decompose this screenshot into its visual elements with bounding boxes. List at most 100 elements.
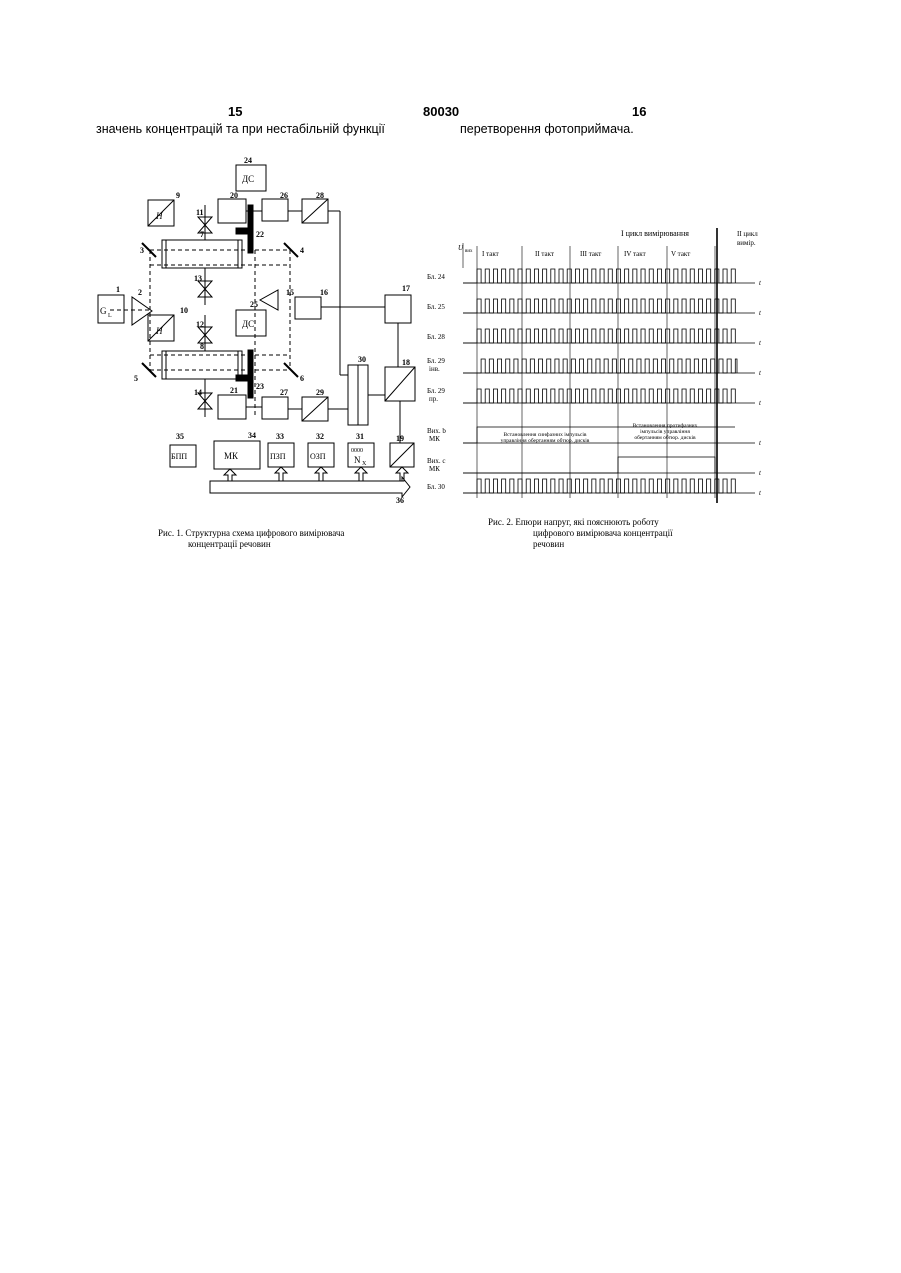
block-33-label: ПЗП xyxy=(270,452,286,461)
tact-label: ІІ такт xyxy=(535,250,554,258)
figure2-timing-diagram: І цикл вимірювання ІІ цикл вимір. U вих … xyxy=(425,228,775,513)
cycle2-label-line1: ІІ цикл xyxy=(737,230,758,238)
cell-7 xyxy=(162,240,242,268)
row-label-sub: МК xyxy=(429,435,440,443)
svg-text:19: 19 xyxy=(396,434,404,443)
signal-waveform xyxy=(463,299,735,313)
svg-text:6: 6 xyxy=(300,374,304,383)
svg-text:5: 5 xyxy=(134,374,138,383)
signal-waveform xyxy=(463,269,735,283)
disk-22 xyxy=(248,205,253,253)
page-number-right: 16 xyxy=(632,104,646,119)
block-31-top: 0000 xyxy=(351,448,363,454)
block-15 xyxy=(260,290,278,310)
block-31-counter xyxy=(348,443,374,467)
figure2-caption-line2: цифрового вимірювача концентрації xyxy=(533,528,673,539)
block-10-label: H xyxy=(155,326,163,336)
text-line-left: значень концентрацій та при нестабільній… xyxy=(96,122,385,136)
svg-text:2: 2 xyxy=(138,288,142,297)
row-label: Вих. c xyxy=(427,457,446,465)
block-16 xyxy=(295,297,321,319)
svg-text:35: 35 xyxy=(176,432,184,441)
svg-text:28: 28 xyxy=(316,191,324,200)
svg-text:18: 18 xyxy=(402,358,410,367)
block-26 xyxy=(262,199,288,221)
svg-text:29: 29 xyxy=(316,388,324,397)
bus-36 xyxy=(210,477,410,497)
figure1-caption-line2: концентрації речовин xyxy=(188,539,271,550)
block-24-label: ДС xyxy=(242,174,254,184)
time-axis-label: t xyxy=(759,439,762,447)
svg-text:31: 31 xyxy=(356,432,364,441)
figure2-caption-line1: Рис. 2. Епюри напруг, які пояснюють робо… xyxy=(488,517,659,528)
svg-text:8: 8 xyxy=(200,342,204,351)
signal-waveform xyxy=(463,479,735,493)
row-label: Бл. 28 xyxy=(427,333,445,341)
figure1-block-diagram: G L H H ДС ДС МК БПП ПЗП ОЗП 0000 N X 1 … xyxy=(90,155,430,505)
svg-text:23: 23 xyxy=(256,382,264,391)
time-axis-label: t xyxy=(759,399,762,407)
signal-waveform xyxy=(463,389,735,403)
svg-text:27: 27 xyxy=(280,388,288,397)
time-axis-label: t xyxy=(759,309,762,317)
time-axis-label: t xyxy=(759,469,762,477)
signal-waveform xyxy=(463,329,735,343)
tact-label: V такт xyxy=(671,250,690,258)
block-34-label: МК xyxy=(224,451,239,461)
figure1-caption-line1: Рис. 1. Структурна схема цифрового вимір… xyxy=(158,528,344,539)
block-21 xyxy=(218,395,246,419)
svg-text:10: 10 xyxy=(180,306,188,315)
svg-text:33: 33 xyxy=(276,432,284,441)
svg-text:32: 32 xyxy=(316,432,324,441)
tact-label: IV такт xyxy=(624,250,646,258)
text-line-right: перетворення фотоприймача. xyxy=(460,122,634,136)
row-label-sub: МК xyxy=(429,465,440,473)
signal-waveform xyxy=(463,457,715,473)
row-label: Бл. 25 xyxy=(427,303,445,311)
block-25-label: ДС xyxy=(242,319,254,329)
svg-text:11: 11 xyxy=(196,208,204,217)
note-left-line1: Встановлення синфазних імпульсів xyxy=(503,431,586,438)
svg-text:36: 36 xyxy=(396,496,404,505)
svg-text:25: 25 xyxy=(250,300,258,309)
note-right-line1: Встановлення протифазних xyxy=(633,422,698,429)
time-axis-label: t xyxy=(759,339,762,347)
block-31-label: N xyxy=(354,455,361,465)
note-left-line2: управління обертанням обтюр. дисків xyxy=(501,437,590,444)
block-31-sub: X xyxy=(362,461,367,467)
row-label: Вих. b xyxy=(427,427,446,435)
svg-text:22: 22 xyxy=(256,230,264,239)
patent-number: 80030 xyxy=(423,104,459,119)
disk-23 xyxy=(248,350,253,398)
tact-label: ІІІ такт xyxy=(580,250,601,258)
block-17 xyxy=(385,295,411,323)
svg-text:21: 21 xyxy=(230,386,238,395)
svg-text:17: 17 xyxy=(402,284,410,293)
block-9-label: H xyxy=(155,211,163,221)
figure2-caption-line3: речовин xyxy=(533,539,564,550)
svg-text:24: 24 xyxy=(244,156,252,165)
signal-waveform xyxy=(463,359,737,373)
block-35-label: БПП xyxy=(171,452,187,461)
row-label-sub: пр. xyxy=(429,395,438,403)
row-label: Бл. 30 xyxy=(427,483,445,491)
block-1-sub: L xyxy=(108,313,112,319)
svg-text:4: 4 xyxy=(300,246,304,255)
svg-text:13: 13 xyxy=(194,274,202,283)
block-2-splitter xyxy=(132,297,152,325)
svg-text:1: 1 xyxy=(116,285,120,294)
tact-label: І такт xyxy=(482,250,499,258)
svg-text:20: 20 xyxy=(230,191,238,200)
time-axis-label: t xyxy=(759,489,762,497)
svg-text:30: 30 xyxy=(358,355,366,364)
svg-text:3: 3 xyxy=(140,246,144,255)
time-axis-label: t xyxy=(759,279,762,287)
svg-text:12: 12 xyxy=(196,320,204,329)
row-label: Бл. 29 xyxy=(427,387,445,395)
row-label: Бл. 24 xyxy=(427,273,445,281)
svg-text:34: 34 xyxy=(248,431,256,440)
svg-text:16: 16 xyxy=(320,288,328,297)
svg-text:26: 26 xyxy=(280,191,288,200)
block-1-label: G xyxy=(100,306,107,316)
block-20 xyxy=(218,199,246,223)
